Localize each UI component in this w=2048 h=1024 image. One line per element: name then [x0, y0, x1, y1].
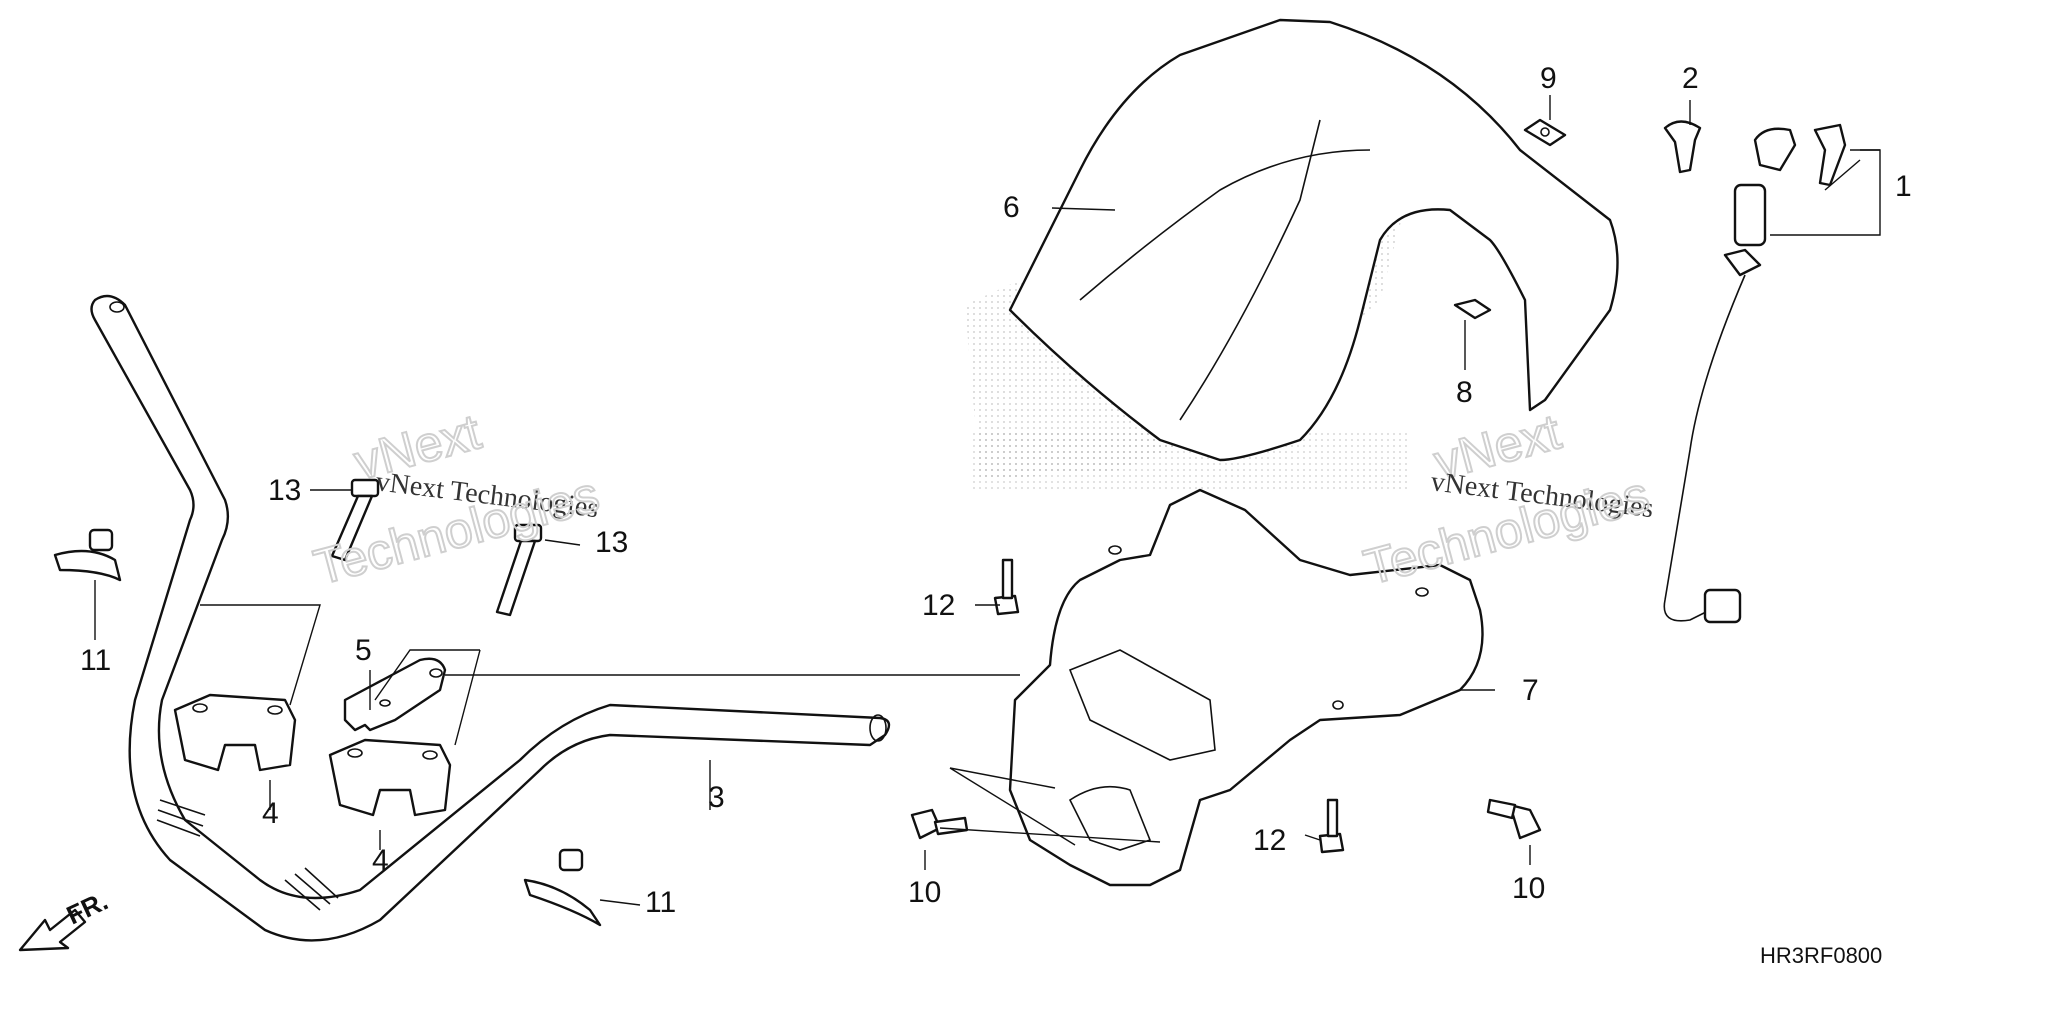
callout-10b: 10 [1512, 872, 1545, 905]
callout-13b: 13 [595, 526, 628, 559]
bolt-part-10b [1486, 798, 1542, 840]
callout-13a: 13 [268, 474, 301, 507]
callout-12b: 12 [1253, 824, 1286, 857]
callout-2: 2 [1682, 62, 1699, 95]
watermark-left: vNext vNext Technologies Technologies [307, 402, 605, 596]
callout-4b: 4 [372, 844, 389, 877]
leader-lines [94, 95, 1881, 906]
nut-part-8 [1453, 298, 1492, 320]
callout-9: 9 [1540, 62, 1557, 95]
ignition-switch-part [1663, 123, 1847, 624]
callout-12a: 12 [922, 589, 955, 622]
callout-11b: 11 [645, 886, 676, 919]
callout-4a: 4 [262, 797, 279, 830]
bolt-part-13b [495, 523, 543, 617]
callout-7: 7 [1522, 674, 1539, 707]
callout-8: 8 [1456, 376, 1473, 409]
callout-3: 3 [708, 781, 725, 814]
bolt-part-10a [910, 808, 969, 840]
holder-part-right [328, 738, 452, 817]
handlebar-part [90, 294, 891, 942]
rear-cover-part [1008, 488, 1484, 887]
callout-1: 1 [1895, 170, 1912, 203]
screw-part-12b [1318, 798, 1345, 854]
callout-10a: 10 [908, 876, 941, 909]
callout-5: 5 [355, 634, 372, 667]
callout-6: 6 [1003, 191, 1020, 224]
cable-tie-part-left [53, 528, 122, 582]
screw-part-12a [993, 558, 1020, 616]
front-direction-arrow [18, 908, 87, 952]
bolt-part-13a [330, 478, 380, 562]
callout-labels: 1 2 3 4 4 5 6 7 8 9 10 10 11 11 12 12 13… [80, 62, 1912, 919]
front-cover-part [1008, 18, 1619, 462]
callout-11a: 11 [80, 644, 111, 677]
nut-part-9 [1523, 118, 1567, 147]
holder-part-left [173, 693, 297, 772]
clip-part-2 [1663, 120, 1702, 174]
diagram-code: HR3RF0800 [1760, 943, 1882, 968]
bracket-part [343, 657, 447, 732]
cable-tie-part-right [523, 848, 602, 927]
